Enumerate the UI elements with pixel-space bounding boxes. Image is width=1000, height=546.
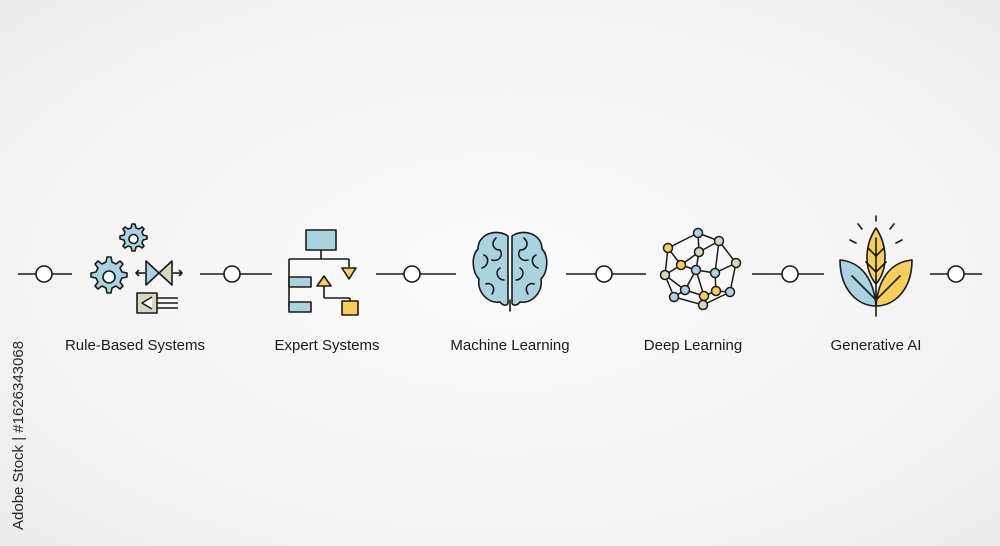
network-node: [692, 227, 704, 239]
network-node: [698, 290, 710, 302]
network-node: [668, 291, 680, 303]
flowchart-icon: [288, 229, 359, 316]
stock-id-text: Adobe Stock | #1626343068: [10, 340, 27, 530]
network-node: [724, 286, 736, 298]
timeline-node: [947, 265, 965, 283]
network-node: [710, 285, 722, 297]
network-node: [662, 242, 674, 254]
network-node: [690, 264, 702, 276]
output-block-icon: [136, 292, 178, 314]
flowchart-bottom-box: [288, 301, 312, 313]
network-node: [675, 259, 687, 271]
sprout-leaves-icon: [839, 215, 913, 317]
small-gear-icon: [119, 223, 148, 252]
network-node: [659, 269, 671, 281]
gears-valve-icon: [90, 223, 183, 314]
flowchart-mid-box: [288, 276, 312, 288]
network-node: [679, 284, 691, 296]
timeline-node: [35, 265, 53, 283]
stage-label-deep-learning: Deep Learning: [643, 337, 743, 354]
timeline-node: [223, 265, 241, 283]
stage-label-rule-based: Rule-Based Systems: [64, 337, 206, 354]
timeline-node: [403, 265, 421, 283]
timeline-node: [781, 265, 799, 283]
flowchart-up-triangle: [316, 275, 332, 287]
neural-network-icon: [659, 227, 742, 311]
network-node: [713, 235, 725, 247]
valve-icon: [135, 260, 183, 286]
stage-label-machine-learning: Machine Learning: [450, 337, 570, 354]
timeline-node: [595, 265, 613, 283]
flowchart-yellow-box: [341, 300, 359, 316]
network-node: [730, 257, 742, 269]
stage-label-expert-systems: Expert Systems: [274, 337, 380, 354]
timeline-connectors: [18, 265, 982, 283]
large-gear-icon: [90, 256, 128, 294]
network-node: [697, 299, 709, 311]
brain-icon: [472, 231, 548, 312]
flowchart-top-box: [305, 229, 337, 251]
stage-label-generative-ai: Generative AI: [830, 337, 922, 354]
network-node: [709, 267, 721, 279]
network-node: [693, 246, 705, 258]
flowchart-down-triangle: [341, 267, 357, 280]
